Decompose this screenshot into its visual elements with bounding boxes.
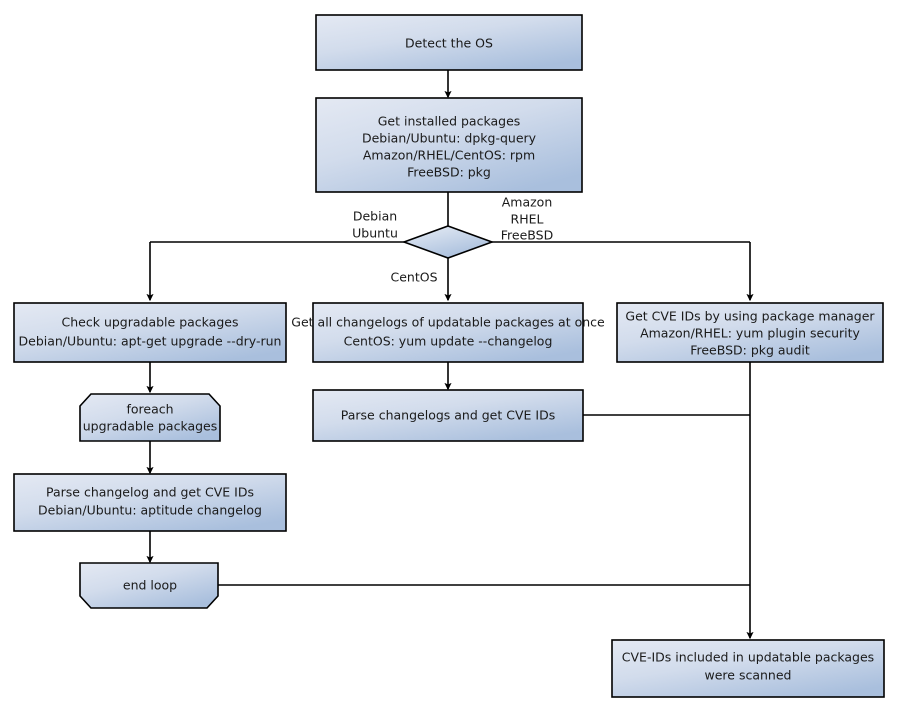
node-os-decision[interactable] — [401, 225, 495, 259]
get-all-changelogs-line-2: CentOS: yum update --changelog — [344, 334, 553, 349]
foreach-line-2: upgradable packages — [83, 419, 218, 434]
check-upgradable-line-2: Debian/Ubuntu: apt-get upgrade --dry-run — [19, 334, 282, 349]
foreach-loop-shape[interactable] — [79, 393, 221, 442]
scanned-result-box[interactable] — [611, 639, 885, 698]
branch-label-debian-line2: Ubuntu — [352, 226, 398, 241]
detect-os-box[interactable] — [315, 14, 583, 71]
get-cve-pkgmgr-line-3: FreeBSD: pkg audit — [690, 343, 810, 358]
get-all-changelogs-box[interactable] — [312, 302, 584, 363]
branch-label-rhel-line3: FreeBSD — [501, 228, 553, 243]
node-get-all-changelogs[interactable]: Get all changelogs of updatable packages… — [291, 302, 605, 363]
get-cve-package-manager-box[interactable] — [616, 302, 884, 363]
get-installed-line-3: Amazon/RHEL/CentOS: rpm — [363, 148, 535, 163]
get-all-changelogs-line-1: Get all changelogs of updatable packages… — [291, 315, 605, 330]
branch-label-centos: CentOS — [390, 270, 437, 285]
detect-os-label: Detect the OS — [405, 36, 493, 51]
foreach-line-1: foreach — [126, 402, 173, 417]
node-detect-os[interactable]: Detect the OS — [315, 14, 583, 71]
get-installed-line-4: FreeBSD: pkg — [407, 165, 491, 180]
check-upgradable-line-1: Check upgradable packages — [62, 315, 239, 330]
end-loop-label: end loop — [123, 578, 177, 593]
parse-changelogs-bulk-label: Parse changelogs and get CVE IDs — [341, 408, 555, 423]
node-end-loop[interactable]: end loop — [79, 562, 219, 609]
branch-labels-layer: Debian Ubuntu Amazon RHEL FreeBSD CentOS — [352, 195, 553, 285]
get-installed-line-2: Debian/Ubuntu: dpkg-query — [362, 131, 537, 146]
branch-label-rhel-line2: RHEL — [511, 212, 544, 227]
get-cve-pkgmgr-line-2: Amazon/RHEL: yum plugin security — [640, 326, 860, 341]
node-foreach-loop-start[interactable]: foreach upgradable packages — [79, 393, 221, 442]
branch-label-rhel-line1: Amazon — [502, 195, 553, 210]
node-scanned-result[interactable]: CVE-IDs included in updatable packages w… — [611, 639, 885, 698]
node-parse-changelog-single[interactable]: Parse changelog and get CVE IDs Debian/U… — [13, 473, 287, 532]
parse-changelog-single-box[interactable] — [13, 473, 287, 532]
parse-changelog-line-2: Debian/Ubuntu: aptitude changelog — [38, 503, 262, 518]
node-check-upgradable[interactable]: Check upgradable packages Debian/Ubuntu:… — [13, 302, 287, 363]
get-installed-line-1: Get installed packages — [378, 114, 521, 129]
node-parse-changelogs-bulk[interactable]: Parse changelogs and get CVE IDs — [312, 389, 584, 442]
node-get-cve-package-manager[interactable]: Get CVE IDs by using package manager Ama… — [616, 302, 884, 363]
end-loop-shape[interactable] — [79, 562, 219, 609]
scanned-result-line-1: CVE-IDs included in updatable packages — [622, 650, 874, 665]
node-get-installed-packages[interactable]: Get installed packages Debian/Ubuntu: dp… — [315, 97, 583, 193]
get-installed-packages-box[interactable] — [315, 97, 583, 193]
parse-changelog-line-1: Parse changelog and get CVE IDs — [46, 485, 254, 500]
scanned-result-line-2: were scanned — [705, 668, 792, 683]
branch-label-debian-line1: Debian — [353, 209, 397, 224]
get-cve-pkgmgr-line-1: Get CVE IDs by using package manager — [625, 309, 875, 324]
check-upgradable-box[interactable] — [13, 302, 287, 363]
os-decision-diamond[interactable] — [401, 225, 495, 259]
parse-changelogs-bulk-box[interactable] — [312, 389, 584, 442]
